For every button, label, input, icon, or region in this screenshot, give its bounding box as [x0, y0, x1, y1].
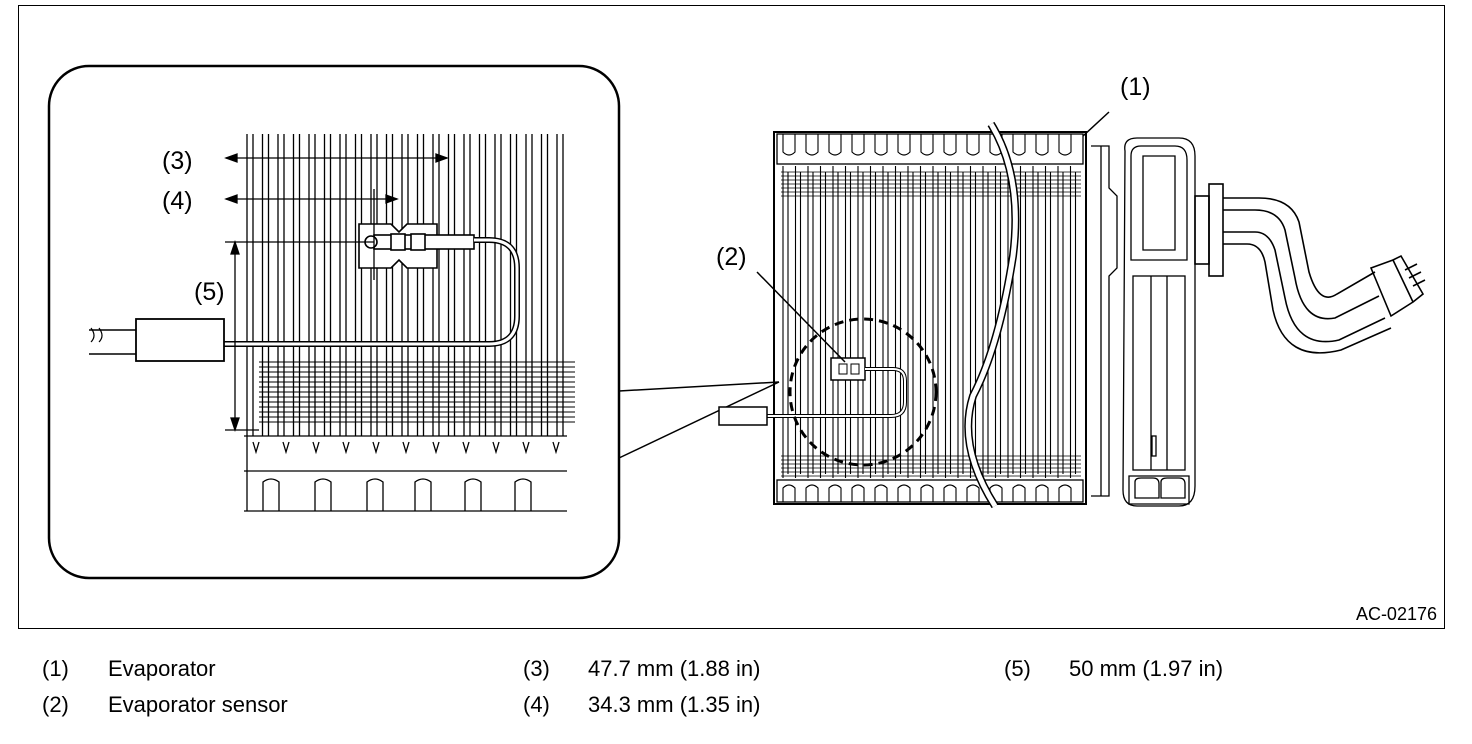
magnified-area-circle	[788, 317, 938, 467]
legend-3-num: (3)	[523, 656, 550, 681]
magnification-leaders	[618, 381, 780, 459]
legend-2-text: Evaporator sensor	[108, 692, 288, 717]
legend-1-text: Evaporator	[108, 656, 216, 681]
evaporator-core	[718, 111, 1110, 509]
legend-4-num: (4)	[523, 692, 550, 717]
inset-fin-band	[259, 361, 575, 423]
inset-connector	[135, 318, 225, 362]
callout-5: (5)	[194, 278, 225, 306]
diagram-figure: (3) (4) (5)	[18, 5, 1445, 629]
evaporator-illustration: (3) (4) (5)	[47, 64, 1437, 624]
detail-inset: (3) (4) (5)	[47, 64, 621, 580]
legend-2-num: (2)	[42, 692, 69, 717]
legend-3-text: 47.7 mm (1.88 in)	[588, 656, 761, 681]
callout-4: (4)	[162, 187, 193, 215]
inset-fins	[246, 134, 564, 455]
legend-1-num: (1)	[42, 656, 69, 681]
inset-sensor-clip	[358, 223, 475, 269]
legend-5-text: 50 mm (1.97 in)	[1069, 656, 1224, 681]
figure-id: AC-02176	[1356, 604, 1437, 624]
dimension-lines	[224, 153, 449, 433]
evaporator-pipes	[1194, 183, 1426, 354]
legend-4-text: 34.3 mm (1.35 in)	[588, 692, 761, 717]
callout-2: (2)	[716, 243, 747, 271]
inset-tank	[244, 435, 567, 512]
callout-1: (1)	[1120, 73, 1151, 101]
callout-3: (3)	[162, 147, 193, 175]
evaporator-side-tank	[1091, 137, 1196, 507]
legend-5-num: (5)	[1004, 656, 1031, 681]
